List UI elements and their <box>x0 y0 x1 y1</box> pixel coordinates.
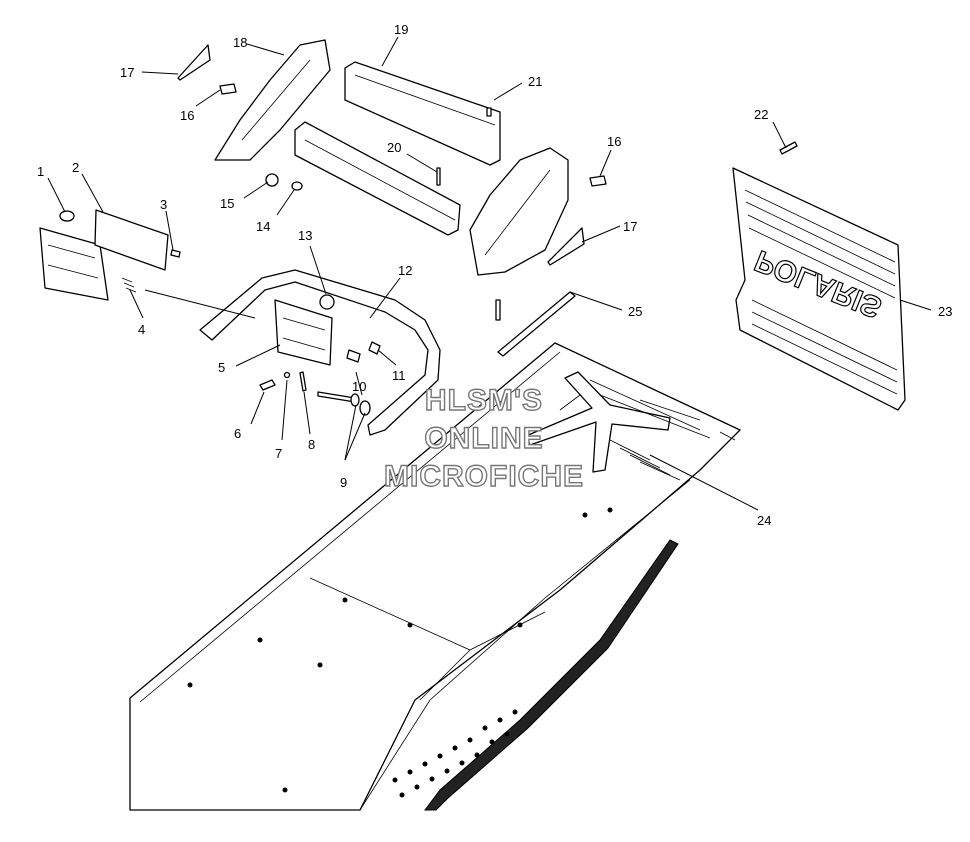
hardware-small <box>259 341 381 416</box>
tunnel-chassis <box>129 342 741 811</box>
decal-17-right <box>547 227 585 266</box>
watermark-line-2: ONLINE <box>424 422 543 455</box>
grab-handle-right <box>469 147 569 276</box>
spring-4 <box>121 277 137 293</box>
crossbar-20 <box>294 121 461 236</box>
bulb <box>59 210 75 222</box>
watermark: HLSM'S ONLINE MICROFICHE <box>383 383 584 493</box>
watermark-line-3: MICROFICHE <box>384 460 584 493</box>
taillight-right <box>274 299 333 366</box>
callout-9: 9 <box>340 475 347 490</box>
screw-3 <box>170 249 181 258</box>
callout-2: 2 <box>72 160 79 175</box>
taillight-left <box>39 227 109 301</box>
callout-8: 8 <box>308 437 315 452</box>
lens-gasket <box>94 209 169 271</box>
crossbar-19 <box>344 61 501 166</box>
bolt-25 <box>495 299 501 321</box>
bumper-cap <box>319 294 335 310</box>
leader-lines <box>47 36 932 511</box>
brace-25 <box>497 291 576 357</box>
callout-17-left: 17 <box>120 65 134 80</box>
callout-1: 1 <box>37 164 44 179</box>
callout-24: 24 <box>757 513 771 528</box>
callout-4: 4 <box>138 322 145 337</box>
callout-6: 6 <box>234 426 241 441</box>
callout-13: 13 <box>298 228 312 243</box>
callout-25: 25 <box>628 304 642 319</box>
callout-7: 7 <box>275 446 282 461</box>
callout-22: 22 <box>754 107 768 122</box>
watermark-line-1: HLSM'S <box>425 384 543 417</box>
callout-19: 19 <box>394 22 408 37</box>
callout-17-right: 17 <box>623 219 637 234</box>
callout-3: 3 <box>160 197 167 212</box>
rear-bumper <box>199 269 441 436</box>
callout-10: 10 <box>352 379 366 394</box>
callout-21: 21 <box>528 74 542 89</box>
callout-16-right: 16 <box>607 134 621 149</box>
callout-14: 14 <box>256 219 270 234</box>
callout-23: 23 <box>938 304 952 319</box>
snow-flap: POLARIS <box>732 167 906 411</box>
callout-18: 18 <box>233 35 247 50</box>
fasteners <box>219 83 798 191</box>
callout-16-left: 16 <box>180 108 194 123</box>
callout-12: 12 <box>398 263 412 278</box>
callout-20: 20 <box>387 140 401 155</box>
callout-11: 11 <box>392 368 406 383</box>
grab-handle-left <box>214 39 331 161</box>
callout-labels: 1 2 3 4 5 6 7 8 9 10 11 12 13 14 15 16 1… <box>37 22 952 528</box>
callout-15: 15 <box>220 196 234 211</box>
callout-5: 5 <box>218 360 225 375</box>
decal-17-left <box>177 44 211 81</box>
